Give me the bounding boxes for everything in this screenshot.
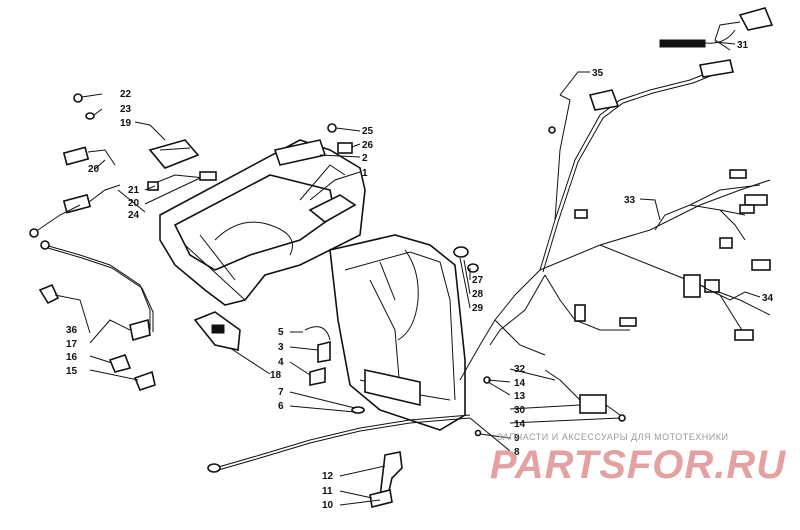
callout-34: 34 — [762, 293, 774, 304]
callout-36: 36 — [66, 325, 78, 336]
callout-27: 27 — [472, 275, 484, 286]
callout-26: 26 — [362, 140, 374, 151]
callout-1: 1 — [362, 168, 368, 179]
callout-18: 18 — [270, 370, 282, 381]
callout-13: 13 — [514, 391, 526, 402]
callout-9: 9 — [514, 433, 520, 444]
callout-32: 32 — [514, 364, 526, 375]
callout-10: 10 — [322, 500, 334, 511]
callout-12: 12 — [322, 471, 334, 482]
callout-24: 24 — [128, 210, 140, 221]
callout-25: 25 — [362, 126, 374, 137]
callout-35: 35 — [592, 68, 604, 79]
watermark-caption: ЗАПЧАСТИ И АКСЕССУАРЫ ДЛЯ МОТОТЕХНИКИ — [497, 432, 728, 442]
callout-21: 21 — [128, 185, 140, 196]
callout-7: 7 — [278, 387, 284, 398]
callout-11: 11 — [322, 486, 333, 497]
callout-29: 29 — [472, 303, 484, 314]
callout-28: 28 — [472, 289, 484, 300]
callout-33: 33 — [624, 195, 636, 206]
callout-17: 17 — [66, 339, 78, 350]
callout-2: 2 — [362, 153, 368, 164]
callout-15: 15 — [66, 366, 78, 377]
callout-19: 19 — [120, 118, 132, 129]
console-housing — [159, 139, 466, 431]
leader-lines — [54, 41, 761, 506]
callout-5: 5 — [278, 327, 284, 338]
callout-16: 16 — [66, 352, 78, 363]
callout-6: 6 — [278, 401, 284, 412]
callout-labels: 22 23 19 20 21 20 24 25 26 2 1 36 17 16 … — [66, 40, 774, 511]
left-small-parts — [29, 93, 471, 508]
callout-8: 8 — [514, 447, 520, 458]
callout-23: 23 — [120, 104, 132, 115]
watermark-logo: PARTSFOR.RU — [490, 443, 786, 487]
callout-30: 30 — [514, 405, 526, 416]
watermark: ЗАПЧАСТИ И АКСЕССУАРЫ ДЛЯ МОТОТЕХНИКИ PA… — [490, 432, 786, 487]
callout-20: 20 — [88, 164, 100, 175]
callout-22: 22 — [120, 89, 132, 100]
callout-4: 4 — [278, 357, 284, 368]
callout-20b: 20 — [128, 198, 140, 209]
callout-14: 14 — [514, 378, 526, 389]
callout-31: 31 — [737, 40, 749, 51]
callout-14b: 14 — [514, 419, 526, 430]
callout-3: 3 — [278, 342, 284, 353]
